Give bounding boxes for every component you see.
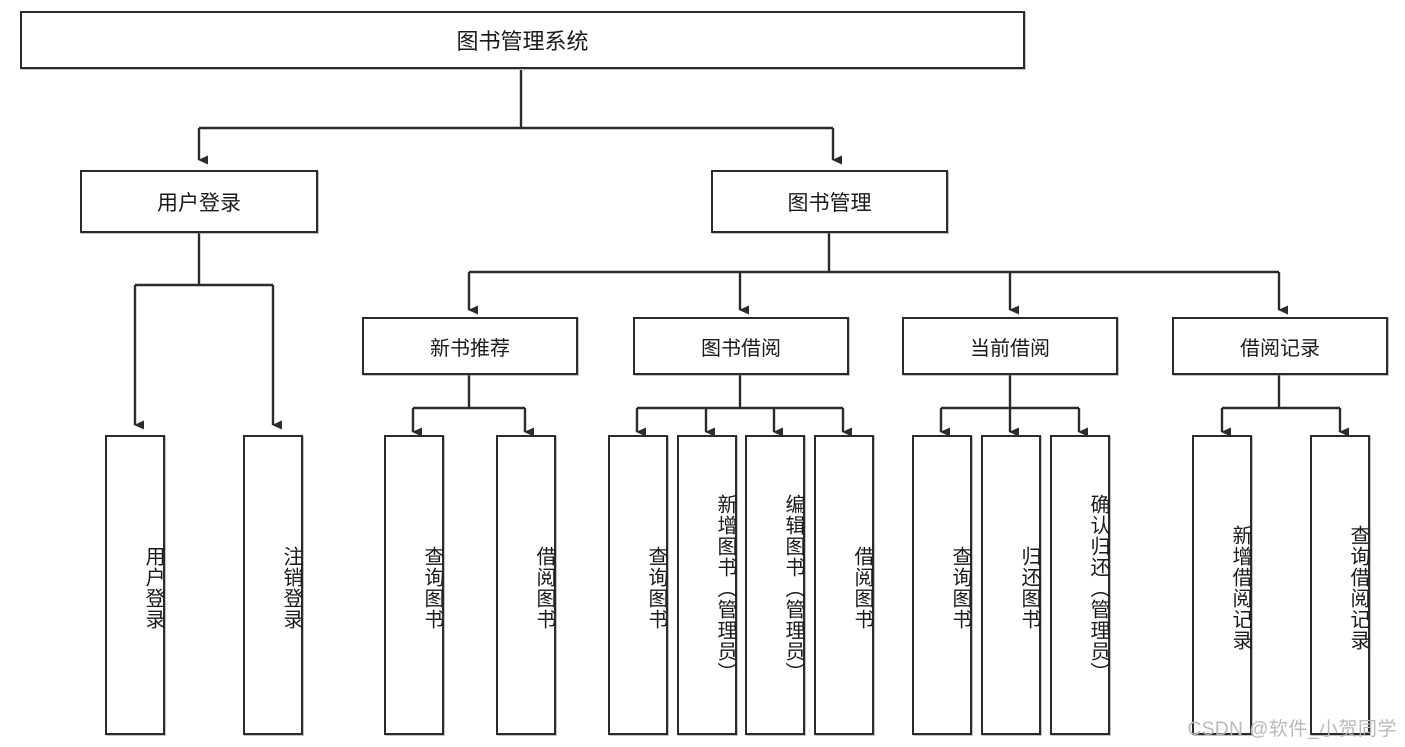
leaf-borrow-record-query-record[interactable]: 查询借阅记录: [1310, 435, 1370, 735]
node-label: 查询图书: [421, 546, 443, 630]
node-book-management[interactable]: 图书管理: [711, 170, 948, 233]
node-borrow-record[interactable]: 借阅记录: [1172, 317, 1388, 375]
leaf-borrow-record-add-record[interactable]: 新增借阅记录: [1192, 435, 1252, 735]
leaf-user-login-logout[interactable]: 注销登录: [243, 435, 303, 735]
leaf-book-borrow-query-book[interactable]: 查询图书: [608, 435, 668, 735]
node-label: 用户登录: [157, 191, 241, 215]
node-root-book-management-system[interactable]: 图书管理系统: [20, 11, 1025, 69]
leaf-user-login-login[interactable]: 用户登录: [105, 435, 165, 735]
node-user-login[interactable]: 用户登录: [80, 170, 318, 233]
leaf-current-borrow-return-book[interactable]: 归还图书: [981, 435, 1041, 735]
leaf-book-borrow-add-book-admin[interactable]: 新增图书（管理员）: [677, 435, 737, 735]
node-label: 查询借阅记录: [1347, 525, 1369, 651]
node-label: 借阅记录: [1240, 337, 1320, 360]
node-label: 新书推荐: [430, 337, 510, 360]
leaf-current-borrow-confirm-return-admin[interactable]: 确认归还（管理员）: [1050, 435, 1110, 735]
node-label: 图书借阅: [701, 337, 781, 360]
node-label: 查询图书: [645, 546, 667, 630]
node-label: 图书管理: [787, 191, 872, 215]
leaf-new-book-borrow-book[interactable]: 借阅图书: [496, 435, 556, 735]
node-label: 借阅图书: [533, 546, 555, 630]
node-label: 当前借阅: [970, 337, 1050, 360]
node-label: 注销登录: [280, 546, 302, 630]
node-label: 查询图书: [949, 546, 971, 630]
leaf-book-borrow-borrow-book[interactable]: 借阅图书: [814, 435, 874, 735]
node-label: 编辑图书（管理员）: [782, 493, 804, 683]
node-label: 用户登录: [142, 546, 164, 630]
watermark: CSDN @软件_小贺同学: [1187, 719, 1397, 740]
node-new-book-recommend[interactable]: 新书推荐: [362, 317, 578, 375]
node-current-borrow[interactable]: 当前借阅: [902, 317, 1118, 375]
node-label: 新增图书（管理员）: [714, 493, 736, 683]
node-label: 归还图书: [1018, 546, 1040, 630]
leaf-current-borrow-query-book[interactable]: 查询图书: [912, 435, 972, 735]
leaf-new-book-query-book[interactable]: 查询图书: [384, 435, 444, 735]
node-label: 确认归还（管理员）: [1087, 493, 1109, 683]
node-label: 图书管理系统: [456, 29, 589, 54]
node-label: 借阅图书: [851, 546, 873, 630]
node-label: 新增借阅记录: [1229, 525, 1251, 651]
leaf-book-borrow-edit-book-admin[interactable]: 编辑图书（管理员）: [745, 435, 805, 735]
node-book-borrow[interactable]: 图书借阅: [633, 317, 849, 375]
